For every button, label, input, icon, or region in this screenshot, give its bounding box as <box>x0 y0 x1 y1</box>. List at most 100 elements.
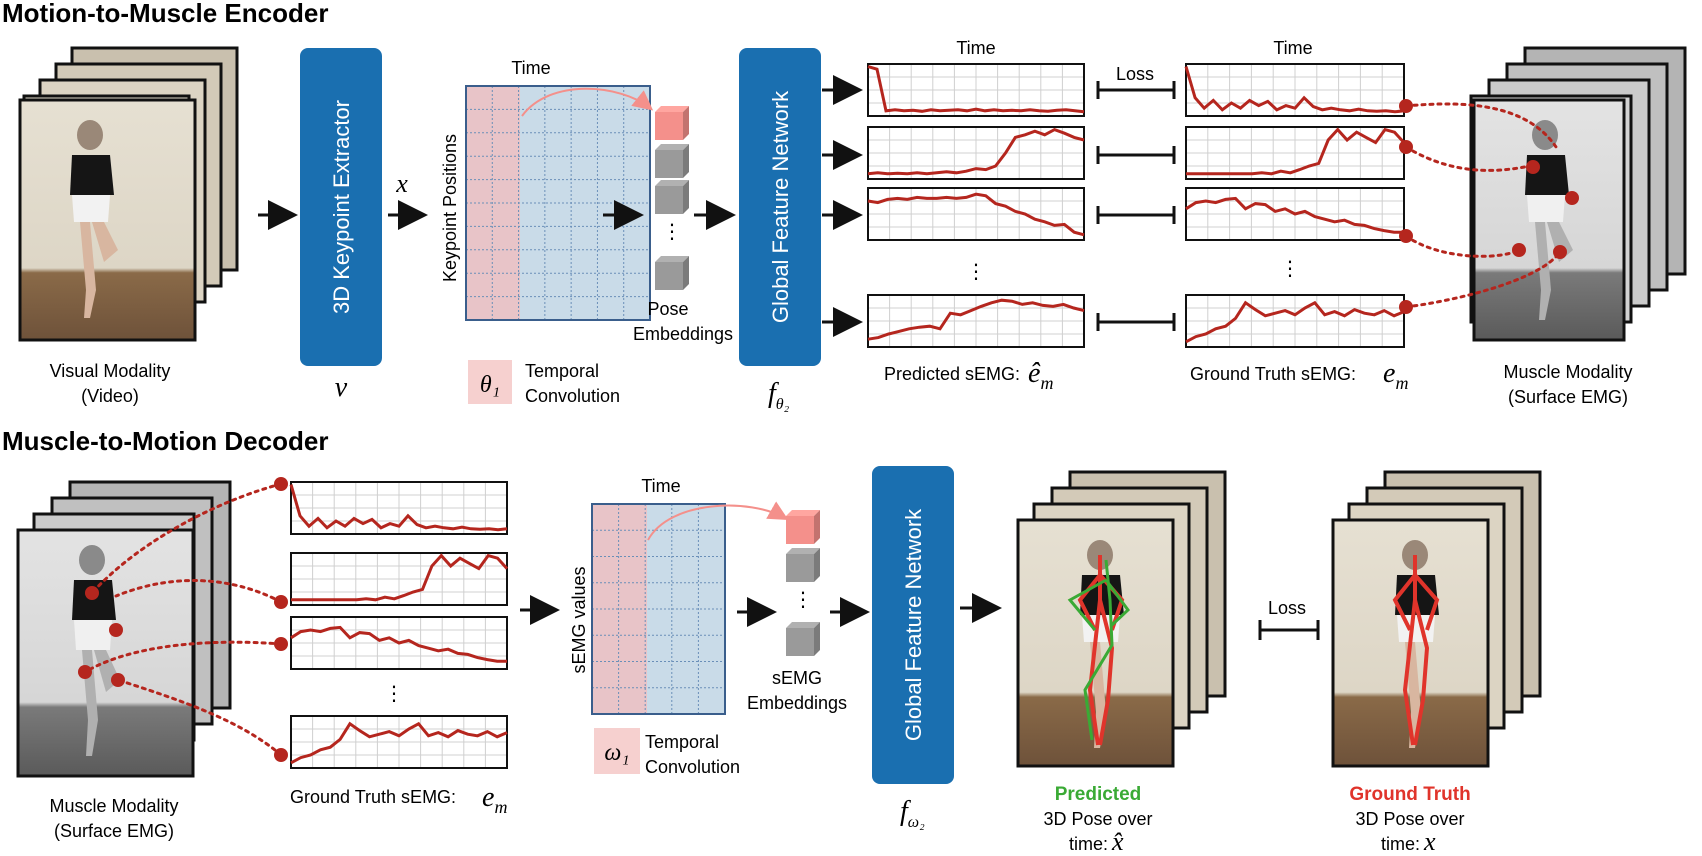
dec-gt-semg-3 <box>290 616 508 670</box>
dec-gfn-symbol: fω₂ <box>900 796 925 831</box>
gt-pose-label: Ground Truth <box>1349 784 1470 805</box>
dec-temporal-caption-line2: Convolution <box>645 757 740 777</box>
enc-muscle-caption-line1: Muscle Modality <box>1503 362 1632 382</box>
enc-signal-dot-3 <box>1399 229 1413 243</box>
dec-muscle-caption-line2: (Surface EMG) <box>54 821 174 841</box>
enc-muscle-frames <box>1469 46 1687 342</box>
gt-semg-2-line <box>1186 127 1406 176</box>
pred-caption: Predicted sEMG: <box>884 364 1020 384</box>
dec-gt-semg-2 <box>290 552 509 606</box>
pred-semg-3-line <box>867 192 1085 237</box>
enc-body-dot-3 <box>1512 243 1526 257</box>
pred-semg-1-line <box>867 65 1085 114</box>
enc-body-dot-2 <box>1565 191 1579 205</box>
dec-gt-caption: Ground Truth sEMG: <box>290 787 456 807</box>
enc-connector-1 <box>1404 102 1560 152</box>
enc-connector-3 <box>1404 234 1521 258</box>
gt-ellipsis: ⋮ <box>1280 258 1300 280</box>
enc-muscle-caption-line2: (Surface EMG) <box>1508 387 1628 407</box>
gt-semg-1 <box>1184 63 1405 117</box>
dec-connector-3 <box>83 640 283 674</box>
gt-pose-frames <box>1331 470 1542 768</box>
dec-gfn-block <box>872 466 954 784</box>
dec-muscle-frames <box>16 480 232 778</box>
pred-ellipsis: ⋮ <box>966 261 986 283</box>
semg-embed-cube-red <box>786 510 820 544</box>
encoder-title: Motion-to-Muscle Encoder <box>2 0 328 28</box>
gt-semg-2 <box>1185 126 1406 180</box>
visual-modality-frames <box>18 46 239 342</box>
pose-embed-caption-line2: Embeddings <box>633 324 733 344</box>
enc-connector-2 <box>1404 145 1537 172</box>
pose-embed-cube-red <box>655 106 689 140</box>
encoder-grid-time-label: Time <box>511 58 550 78</box>
semg-embed-ellipsis: ⋮ <box>793 589 813 611</box>
pose-embeddings <box>655 106 689 290</box>
dec-gt-symbol: em <box>482 782 507 817</box>
semg-grid <box>591 503 726 715</box>
dec-loss-bracket <box>1258 620 1320 640</box>
pred-symbol: êm <box>1028 358 1053 393</box>
predicted-pose-frames <box>1016 470 1227 768</box>
pink-curve-arrow-dec <box>647 501 789 541</box>
gt-time-label: Time <box>1273 38 1312 58</box>
semg-embed-caption-line1: sEMG <box>772 668 822 688</box>
semg-embeddings <box>786 510 820 656</box>
enc-loss-bracket-2 <box>1096 146 1176 164</box>
enc-connector-4 <box>1404 250 1562 309</box>
dec-gt-semg-4 <box>290 715 508 769</box>
dec-grid-time-label: Time <box>641 476 680 496</box>
visual-caption-line2: (Video) <box>81 386 139 406</box>
pred-semg-3 <box>867 187 1085 241</box>
enc-signal-dot-2 <box>1399 140 1413 154</box>
keypoint-extractor-symbol: v <box>335 372 348 403</box>
semg-embed-cube-1 <box>786 548 820 582</box>
pred-semg-1 <box>867 63 1085 117</box>
pose-embed-cube-n <box>655 256 689 290</box>
enc-body-dot-1 <box>1526 160 1540 174</box>
enc-loss-bracket-4 <box>1096 313 1176 331</box>
dec-gt-ellipsis: ⋮ <box>384 683 404 705</box>
theta1-box <box>468 360 512 404</box>
pred-semg-4 <box>867 294 1085 348</box>
enc-signal-dot-1 <box>1399 99 1413 113</box>
gt-symbol: em <box>1383 358 1408 393</box>
enc-temporal-caption-line1: Temporal <box>525 361 599 381</box>
dec-connector-2 <box>114 579 283 604</box>
pred-semg-2 <box>867 126 1085 180</box>
gt-pose-symbol: x <box>1423 827 1436 856</box>
omega1-symbol: ω₁ <box>604 740 629 766</box>
dec-temporal-caption-line1: Temporal <box>645 732 719 752</box>
dec-body-dot-4 <box>111 673 125 687</box>
enc-body-dot-4 <box>1553 245 1567 259</box>
semg-axis-label: sEMG values <box>569 566 589 673</box>
pose-embed-cube-2 <box>655 180 689 214</box>
enc-signal-dot-4 <box>1399 300 1413 314</box>
dec-connector-1 <box>90 482 283 595</box>
visual-caption-line1: Visual Modality <box>50 361 171 381</box>
dec-body-dot-3 <box>78 665 92 679</box>
dec-loss-label: Loss <box>1268 598 1306 618</box>
gt-semg-1-line <box>1184 66 1405 114</box>
gt-semg-4 <box>1185 294 1405 348</box>
dec-signal-dot-4 <box>274 748 288 762</box>
predicted-caption-line1: 3D Pose over <box>1043 809 1152 829</box>
gt-semg-4-line <box>1185 300 1405 344</box>
omega1-box <box>594 728 640 774</box>
enc-loss-bracket-1 <box>1096 81 1176 99</box>
pose-embed-ellipsis: ⋮ <box>662 221 682 243</box>
dec-gt-semg-4-line <box>290 721 508 765</box>
dec-gt-semg-3-line <box>290 625 507 663</box>
dec-connector-4 <box>116 678 283 757</box>
keypoint-extractor-block <box>300 48 382 366</box>
dec-gt-semg-2-line <box>291 553 509 602</box>
semg-embed-cube-n <box>786 622 820 656</box>
semg-embed-caption-line2: Embeddings <box>747 693 847 713</box>
dec-muscle-caption-line1: Muscle Modality <box>49 796 178 816</box>
dec-body-dot-1 <box>85 586 99 600</box>
x-symbol: x <box>395 169 408 198</box>
gt-caption: Ground Truth sEMG: <box>1190 364 1356 384</box>
dec-signal-dot-1 <box>274 477 288 491</box>
keypoint-extractor-label: 3D Keypoint Extractor <box>329 100 354 314</box>
enc-gfn-label: Global Feature Network <box>768 90 793 323</box>
